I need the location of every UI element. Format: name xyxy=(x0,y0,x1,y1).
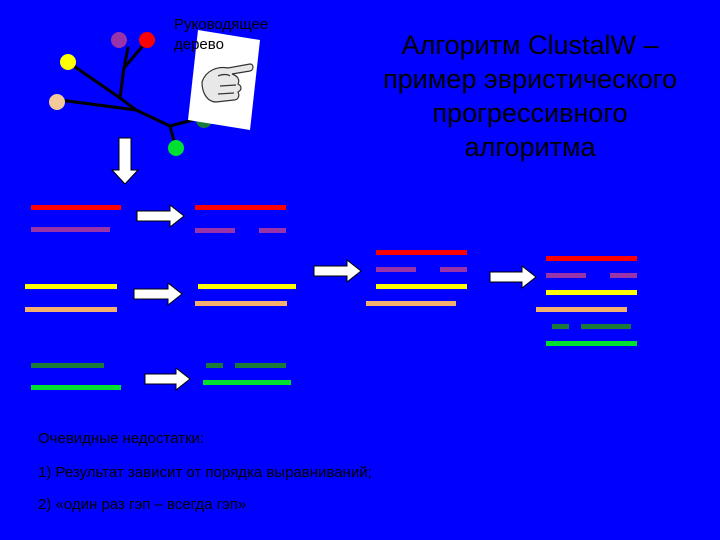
down-arrow-icon xyxy=(110,137,140,185)
final-dark-green-part-1 xyxy=(552,324,569,329)
hand-pointing-icon xyxy=(188,30,260,130)
tree-leaf-purple xyxy=(111,32,127,48)
right-arrow-icon xyxy=(144,366,191,392)
final-yellow xyxy=(546,290,637,295)
tree-leaf-pale-orange xyxy=(49,94,65,110)
profile-purple-part-1 xyxy=(376,267,416,272)
slide-title-line-2: пример эвристического xyxy=(383,64,677,94)
slide-title-line-3: прогрессивного xyxy=(432,98,628,128)
shortcoming-item-2: 2) «один раз гэп – всегда гэп» xyxy=(38,496,247,513)
slide-title-line-1: Алгоритм ClustalW – xyxy=(401,30,659,60)
profile-orange xyxy=(366,301,456,306)
tree-leaf-red xyxy=(139,32,155,48)
profile-yellow xyxy=(376,284,467,289)
guide-tree-label-line-1: Руководящее xyxy=(174,16,269,33)
final-bright-green xyxy=(546,341,637,346)
guide-tree-label: Руководящее дерево xyxy=(174,15,268,55)
stage-2-pairs xyxy=(195,205,296,385)
right-arrow-icon xyxy=(136,203,185,229)
seq-orange xyxy=(25,307,117,312)
right-arrow-icon xyxy=(133,281,183,307)
aligned-purple-part-2 xyxy=(259,228,286,233)
final-dark-green-part-2 xyxy=(581,324,631,329)
shortcomings-heading: Очевидные недостатки: xyxy=(38,430,205,447)
final-purple-part-1 xyxy=(546,273,586,278)
aligned-dark-green-part-1 xyxy=(206,363,223,368)
slide-title: Алгоритм ClustalW – пример эвристическог… xyxy=(340,28,720,164)
shortcoming-item-1: 1) Результат зависит от порядка выравнив… xyxy=(38,464,372,481)
right-arrow-icon xyxy=(313,258,362,284)
aligned-yellow xyxy=(198,284,296,289)
aligned-purple-part-1 xyxy=(195,228,235,233)
aligned-red xyxy=(195,205,286,210)
final-orange xyxy=(536,307,627,312)
right-arrow-icon xyxy=(489,264,537,290)
seq-purple xyxy=(31,227,110,232)
tree-leaf-bright-green xyxy=(168,140,184,156)
profile-purple-part-2 xyxy=(440,267,467,272)
aligned-dark-green-part-2 xyxy=(235,363,286,368)
stage-4-final xyxy=(536,256,637,346)
profile-red xyxy=(376,250,467,255)
right-arrows xyxy=(133,203,537,392)
stage-3-profile xyxy=(366,250,467,306)
aligned-orange xyxy=(195,301,287,306)
final-red xyxy=(546,256,637,261)
stage-1-sequences xyxy=(25,205,121,390)
tree-branches xyxy=(58,40,202,150)
seq-red xyxy=(31,205,121,210)
slide-title-line-4: алгоритма xyxy=(464,132,596,162)
tree-leaf-yellow xyxy=(60,54,76,70)
seq-bright-green xyxy=(31,385,121,390)
seq-dark-green xyxy=(31,363,104,368)
guide-tree-label-line-2: дерево xyxy=(174,36,224,53)
final-purple-part-2 xyxy=(610,273,637,278)
seq-yellow xyxy=(25,284,117,289)
aligned-bright-green xyxy=(203,380,291,385)
